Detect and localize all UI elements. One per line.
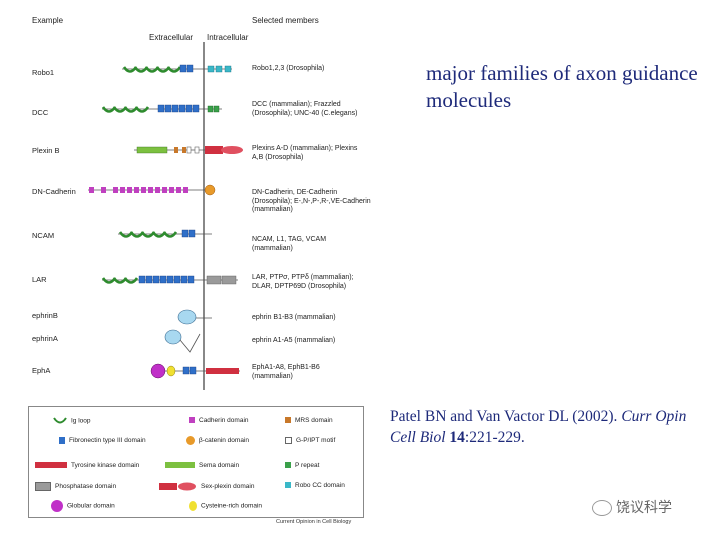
tyrosine-kinase-bar-icon (35, 462, 67, 469)
members-dcc: DCC (mammalian); Frazzled (Drosophila); … (252, 101, 358, 117)
ephrina-schematic (164, 329, 201, 353)
row-label-ncam: NCAM (32, 231, 55, 240)
legend-item-tyrosine-kinase: Tyrosine kinase domain (35, 462, 139, 469)
figure-credit: Current Opinion in Cell Biology (276, 519, 352, 525)
row-label-plexin-b: Plexin B (32, 146, 60, 155)
ig-loop-icon (53, 417, 67, 424)
legend-item-cysteine-rich: Cysteine-rich domain (189, 501, 262, 511)
citation-pages: :221-229. (464, 429, 525, 446)
members-robo1: Robo1,2,3 (Drosophila) (252, 65, 325, 72)
members-epha: EphA1-A8, EphB1-B6 (mammalian) (252, 364, 320, 380)
robo-cc-square-icon (285, 482, 291, 489)
row-label-ephrina: ephrinA (32, 334, 58, 343)
legend-item-cadherin: Cadherin domain (189, 417, 249, 424)
header-intracellular: Intracellular (207, 33, 249, 42)
lar-schematic (101, 275, 238, 285)
citation-journal: Curr Opin Cell Biol (390, 408, 687, 446)
members-lar: LAR, PTPσ, PTPδ (mammalian); DLAR, DPTP6… (252, 274, 354, 290)
sex-plexin-icon (159, 482, 196, 491)
members-ephrina: ephrin A1-A5 (mammalian) (252, 337, 336, 344)
p-repeat-square-icon (285, 462, 291, 469)
cysteine-rich-circle-icon (189, 501, 197, 511)
header-extracellular: Extracellular (149, 33, 194, 42)
row-label-dn-cadherin: DN-Cadherin (32, 187, 76, 196)
row-label-dcc: DCC (32, 108, 49, 117)
legend-item-ig-loop: Ig loop (53, 417, 91, 425)
dn-cadherin-schematic (88, 184, 216, 196)
legend-item-phosphatase: Phosphatase domain (35, 482, 116, 491)
row-label-epha: EphA (32, 366, 51, 375)
legend-item-robo-cc: Robo CC domain (285, 482, 345, 489)
epha-schematic (150, 363, 240, 379)
globular-circle-icon (51, 500, 63, 512)
row-label-robo1: Robo1 (32, 68, 55, 77)
members-dn-cadherin: DN-Cadherin, DE-Cadherin (Drosophila); E… (252, 189, 371, 213)
members-ephrinb: ephrin B1-B3 (mammalian) (252, 314, 336, 321)
legend-item-fibronectin: Fibronectin type III domain (59, 437, 146, 444)
cadherin-square-icon (189, 417, 195, 424)
mrs-square-icon (285, 417, 291, 424)
legend-item-sema: Sema domain (165, 462, 239, 469)
citation-volume: 14 (449, 429, 465, 446)
plexin-b-schematic (134, 146, 243, 154)
legend-item-gp-ipt: G-P/IPT motif (285, 437, 335, 444)
phosphatase-bar-icon (35, 482, 51, 491)
sema-bar-icon (165, 462, 195, 469)
legend-item-mrs: MRS domain (285, 417, 333, 424)
slide-title: major families of axon guidance molecule… (426, 61, 698, 112)
watermark: 饶议科学 (592, 497, 672, 517)
ncam-schematic (118, 229, 212, 238)
fibronectin-square-icon (59, 437, 65, 444)
header-selected-members: Selected members (252, 16, 319, 25)
domain-legend: Ig loop Cadherin domain MRS domain Fibro… (28, 406, 364, 518)
beta-catenin-circle-icon (186, 436, 195, 445)
citation: Patel BN and Van Vactor DL (2002). Curr … (390, 406, 715, 448)
legend-item-globular: Globular domain (51, 500, 115, 512)
domain-diagram (88, 42, 243, 390)
legend-item-sex-plexin: Sex-plexin domain (159, 482, 254, 491)
wechat-logo-icon (592, 500, 612, 517)
robo1-schematic (122, 64, 232, 73)
row-label-ephrinb: ephrinB (32, 311, 58, 320)
row-label-lar: LAR (32, 275, 47, 284)
watermark-text: 饶议科学 (616, 500, 672, 516)
citation-authors: Patel BN and Van Vactor DL (2002). (390, 408, 622, 425)
members-plexin-b: Plexins A-D (mammalian); Plexins A,B (Dr… (252, 145, 358, 161)
ephrinb-schematic (177, 309, 212, 325)
legend-item-beta-catenin: β-catenin domain (186, 436, 249, 445)
dcc-schematic (101, 104, 222, 113)
legend-item-p-repeat: P repeat (285, 462, 319, 469)
header-example: Example (32, 16, 64, 25)
gp-ipt-square-icon (285, 437, 292, 444)
members-ncam: NCAM, L1, TAG, VCAM (mammalian) (252, 236, 327, 252)
